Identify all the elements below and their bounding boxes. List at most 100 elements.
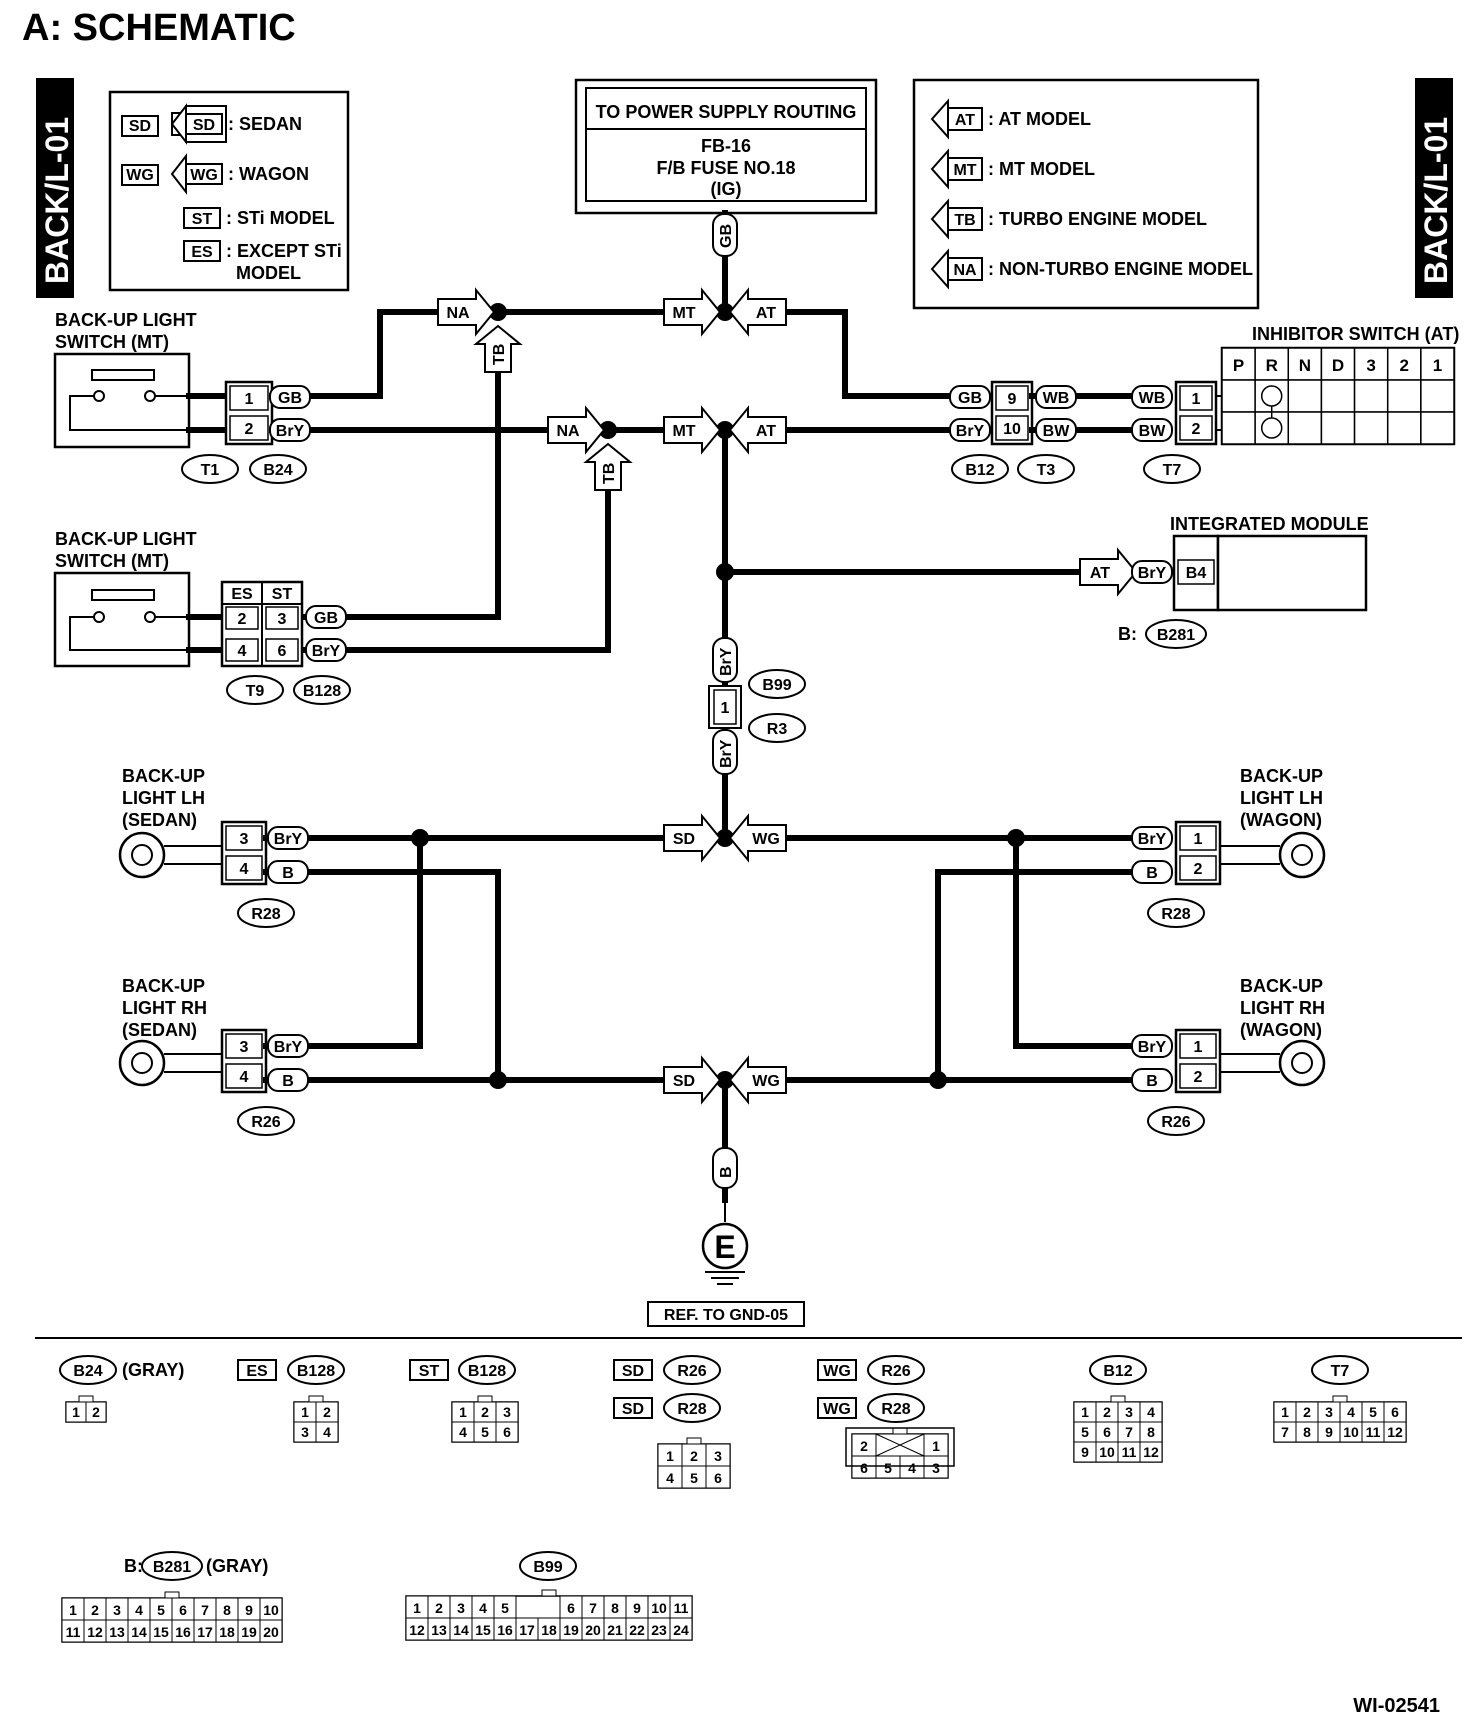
power-line3: F/B FUSE NO.18 <box>656 158 795 178</box>
conn-oval-b281: B281 <box>1157 627 1195 644</box>
wg-pin: 5 <box>884 1460 892 1476</box>
b128-es-pin: 3 <box>301 1424 309 1440</box>
t7-pin: 3 <box>1325 1404 1333 1420</box>
b12-pin: 12 <box>1143 1444 1159 1460</box>
legend-mt-text: : MT MODEL <box>988 159 1095 179</box>
switch1-label-2: SWITCH (MT) <box>55 332 169 352</box>
lh-wagon-wire-b: B <box>1146 865 1158 882</box>
b99-pin: 18 <box>541 1622 557 1638</box>
conn-oval-b12: B12 <box>965 462 994 479</box>
b99-pin: 16 <box>497 1622 513 1638</box>
sw2-col-es: ES <box>231 586 253 603</box>
tag-wg-upper: WG <box>728 813 787 863</box>
rh-wagon-wire-b: B <box>1146 1073 1158 1090</box>
junction-dot <box>599 421 617 439</box>
key-r26-wg-code: WG <box>823 1363 851 1380</box>
junction-dot <box>411 829 429 847</box>
bulb-icon <box>1278 1039 1326 1087</box>
conn-oval-r26-wagon: R26 <box>1161 1114 1190 1131</box>
key-r28-sd-name: R28 <box>677 1401 706 1418</box>
b281-pin: 3 <box>113 1602 121 1618</box>
wire-label-bry-upper-trunk: BrY <box>712 637 738 683</box>
legend-sd-code-box: SD <box>129 118 151 135</box>
key-b128-st-name: B128 <box>468 1363 506 1380</box>
junction-dot <box>716 303 734 321</box>
b281-pin: 18 <box>219 1624 235 1640</box>
inhibitor-position-label: D <box>1332 356 1344 375</box>
b12-pin: 9 <box>1081 1444 1089 1460</box>
t7-pin: 1 <box>1281 1404 1289 1420</box>
inhibitor-label: INHIBITOR SWITCH (AT) <box>1252 324 1459 344</box>
bulb-icon <box>1278 831 1326 879</box>
junction-dot <box>716 829 734 847</box>
b128-es-pin: 4 <box>323 1424 331 1440</box>
sd-pin: 2 <box>690 1448 698 1464</box>
ground-point: E REF. TO GND-05 <box>647 1188 805 1327</box>
tag-mt-mid: MT <box>663 405 722 455</box>
conn-oval-b99-label: B99 <box>762 677 791 694</box>
module-wire-bry: BrY <box>1138 565 1167 582</box>
legend-mt-code: MT <box>953 162 976 179</box>
sd-pin: 4 <box>666 1470 674 1486</box>
b99-pin: 21 <box>607 1622 623 1638</box>
legend-wg-text: : WAGON <box>228 164 309 184</box>
b128-es-pin: 2 <box>323 1404 331 1420</box>
b99-pin: 8 <box>611 1600 619 1616</box>
key-r26-wg-name: R26 <box>881 1363 910 1380</box>
b12-pin: 7 <box>1125 1424 1133 1440</box>
t7-pin: 11 <box>1366 1424 1381 1440</box>
backup-light-switch-mt-1: BACK-UP LIGHT SWITCH (MT) 1 2 GB BrY T1 … <box>53 310 311 484</box>
b99-pin: 9 <box>633 1600 641 1616</box>
wg-pin: 3 <box>932 1460 940 1476</box>
t7-pin: 5 <box>1369 1404 1377 1420</box>
tag-mt-top: MT <box>663 287 722 337</box>
b99-pin: 22 <box>629 1622 645 1638</box>
module-pin-b4: B4 <box>1186 565 1207 582</box>
lh-sedan-pin-4: 4 <box>240 861 249 878</box>
legend-mt-icon <box>930 148 983 190</box>
tag-wg-lower-label: WG <box>752 1073 780 1090</box>
power-supply-box: TO POWER SUPPLY ROUTING FB-16 F/B FUSE N… <box>574 78 878 215</box>
tag-at-module: AT <box>1079 547 1138 597</box>
conn-oval-r3: R3 <box>748 713 806 743</box>
junction-dot <box>929 1071 947 1089</box>
side-tab-left-label: BACK/L-01 <box>39 117 75 284</box>
junction-dot <box>716 421 734 439</box>
b12-pin-9: 9 <box>1008 391 1017 408</box>
key-b24-name: B24 <box>73 1363 102 1380</box>
ground-ref-label: REF. TO GND-05 <box>664 1307 788 1324</box>
key-r28-sd-code: SD <box>622 1401 644 1418</box>
junction-dot <box>1007 829 1025 847</box>
b281-pin: 8 <box>223 1602 231 1618</box>
b12-wire-gb: GB <box>958 390 982 407</box>
b128-st-pin: 6 <box>503 1424 511 1440</box>
key-b281-note: (GRAY) <box>206 1556 268 1576</box>
wg-pin: 2 <box>860 1438 868 1454</box>
inhibitor-position-label: N <box>1299 356 1311 375</box>
key-r28-wg-name: R28 <box>881 1401 910 1418</box>
b281-pin: 16 <box>175 1624 191 1640</box>
sw2-wire-bry: BrY <box>312 643 341 660</box>
sw2-es-pin-2: 2 <box>238 611 247 628</box>
lh-sedan-label-2: LIGHT LH <box>122 788 205 808</box>
key-b128-st-code: ST <box>419 1363 440 1380</box>
side-tab-left: BACK/L-01 <box>36 78 75 298</box>
b281-pin: 9 <box>245 1602 253 1618</box>
b128-es-pin: 1 <box>301 1404 309 1420</box>
contact-icon <box>1260 385 1283 407</box>
t7-pin: 10 <box>1343 1424 1359 1440</box>
b99-pin: 23 <box>651 1622 667 1638</box>
conn-oval-r28-sedan: R28 <box>251 906 280 923</box>
key-r26-sd-name: R26 <box>677 1363 706 1380</box>
connector-b99-r3-inline: 1 <box>708 685 742 729</box>
lh-wagon-pin-1: 1 <box>1194 831 1203 848</box>
lh-sedan-wire-bry: BrY <box>274 831 303 848</box>
switch2-label-2: SWITCH (MT) <box>55 551 169 571</box>
b99-pin: 7 <box>589 1600 597 1616</box>
b99-pin: 5 <box>501 1600 509 1616</box>
tag-tb-top-label: TB <box>491 344 508 365</box>
sw2-wire-gb: GB <box>314 610 338 627</box>
connector-b12-t3: GB BrY 9 10 WB BW WB BW B12 T3 T7 <box>949 380 1201 484</box>
switch1-label-1: BACK-UP LIGHT <box>55 310 197 330</box>
